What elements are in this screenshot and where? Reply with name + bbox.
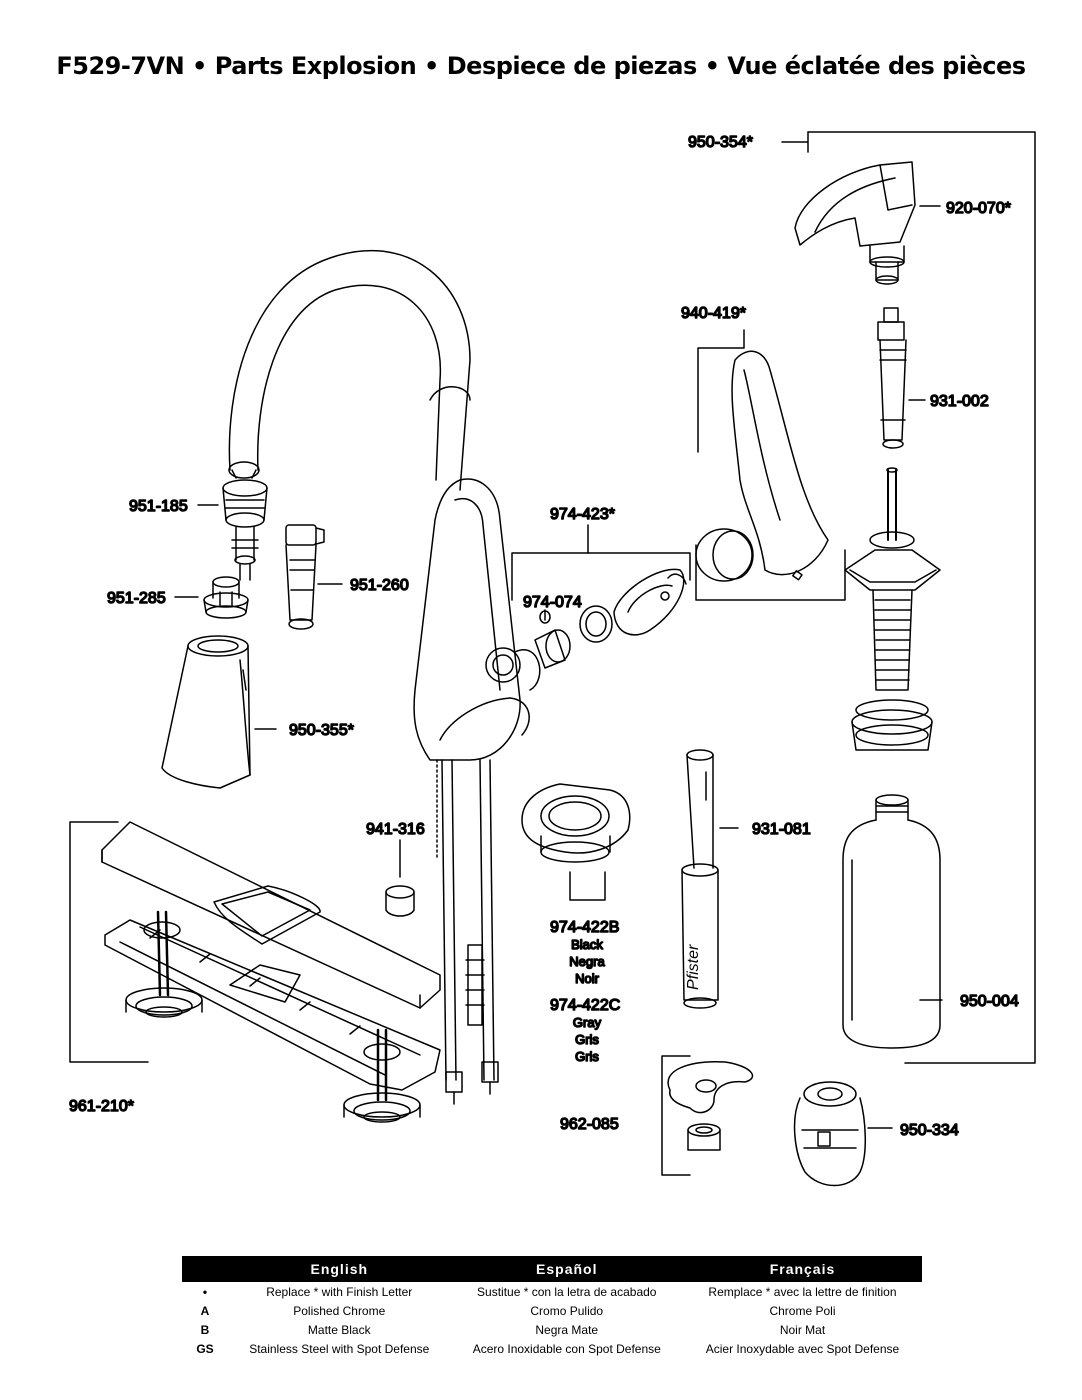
legend-row: • Replace * with Finish Letter Sustitue … — [182, 1282, 922, 1301]
label-950-004: 950-004 — [960, 993, 1019, 1010]
label-950-355: 950-355* — [289, 722, 354, 739]
legend-french: Chrome Poli — [769, 1303, 836, 1318]
gasket-974-422 — [521, 783, 631, 901]
label-974-423: 974-423* — [550, 506, 615, 523]
deck-plate-961-210 — [69, 821, 441, 1123]
label-951-185: 951-185 — [129, 498, 188, 515]
aerator-951-285 — [203, 576, 249, 619]
supply-lines — [436, 759, 499, 1105]
legend-row: B Matte Black Negra Mate Noir Mat — [182, 1320, 922, 1339]
legend-key: • — [202, 1284, 208, 1299]
label-974-422b-color-es: Negra — [569, 954, 605, 969]
faucet-spout — [228, 249, 471, 491]
washer-set-962-085 — [661, 1055, 754, 1176]
bracket-950-354 — [781, 131, 1036, 1064]
nut-950-334 — [793, 1081, 893, 1187]
label-951-285: 951-285 — [107, 590, 166, 607]
legend-spanish: Acero Inoxidable con Spot Defense — [472, 1341, 661, 1356]
legend-row: A Polished Chrome Cromo Pulido Chrome Po… — [182, 1301, 922, 1320]
faucet-body — [413, 478, 541, 761]
label-974-422b-color-fr: Noir — [575, 971, 600, 986]
label-962-085: 962-085 — [560, 1116, 619, 1133]
legend-header-english: English — [228, 1256, 451, 1282]
legend-header-french: Français — [682, 1256, 922, 1282]
legend-french: Noir Mat — [779, 1322, 826, 1337]
label-941-316: 941-316 — [366, 821, 425, 838]
legend-english: Replace * with Finish Letter — [266, 1284, 413, 1299]
label-974-422b-color-en: Black — [571, 937, 603, 952]
label-961-210: 961-210* — [69, 1098, 134, 1115]
spray-head-950-355 — [161, 635, 251, 789]
soap-dispenser-body — [844, 467, 941, 751]
legend-english: Polished Chrome — [293, 1303, 386, 1318]
legend-row: GS Stainless Steel with Spot Defense Ace… — [182, 1339, 922, 1358]
page-title: F529-7VN • Parts Explosion • Despiece de… — [56, 52, 1026, 80]
label-974-422c: 974-422C — [550, 997, 620, 1014]
legend-spanish: Sustitue * con la letra de acabado — [477, 1284, 657, 1299]
legend-key: B — [200, 1322, 210, 1337]
soap-pump-head-920-070 — [794, 161, 916, 285]
clip-941-316 — [385, 839, 415, 917]
valve-974-074 — [534, 609, 571, 669]
label-974-074: 974-074 — [523, 594, 582, 611]
bracket-974-423 — [511, 524, 691, 601]
label-950-334: 950-334 — [900, 1122, 959, 1139]
handle-940-419 — [695, 329, 846, 601]
cartridge-951-260 — [285, 524, 325, 630]
bottle-950-004 — [842, 794, 941, 1049]
legend-english: Stainless Steel with Spot Defense — [249, 1341, 430, 1356]
label-974-422c-color-fr: Gris — [575, 1049, 599, 1064]
label-920-070: 920-070* — [946, 200, 1011, 217]
tool-931-081 — [681, 749, 739, 1009]
label-940-419: 940-419* — [681, 305, 746, 322]
legend-key: A — [200, 1303, 210, 1318]
leader-lines — [174, 205, 943, 1001]
pump-stem-931-002 — [877, 307, 926, 449]
legend-english: Matte Black — [307, 1322, 371, 1337]
legend-french: Acier Inoxydable avec Spot Defense — [705, 1341, 900, 1356]
legend-spanish: Negra Mate — [535, 1322, 599, 1337]
label-931-081: 931-081 — [752, 821, 811, 838]
label-950-354: 950-354* — [688, 134, 753, 151]
label-974-422c-color-en: Gray — [573, 1015, 602, 1030]
knob-974-423 — [613, 568, 687, 636]
legend-header-spanish: Español — [450, 1256, 683, 1282]
label-951-260: 951-260 — [350, 577, 409, 594]
ring-974-423 — [579, 605, 613, 643]
parts-explosion-diagram: 950-354* 920-070* 940-419* 931-002 951-1… — [68, 131, 1036, 1187]
legend-header-row: English Español Français — [182, 1256, 922, 1282]
finish-legend-table: English Español Français • Replace * wit… — [182, 1256, 922, 1358]
brand-mark: Pfister — [685, 944, 702, 990]
legend-key: GS — [196, 1341, 214, 1356]
legend-french: Remplace * avec la lettre de finition — [708, 1284, 897, 1299]
legend-spanish: Cromo Pulido — [530, 1303, 604, 1318]
label-974-422c-color-es: Gris — [575, 1032, 599, 1047]
legend-header-key — [182, 1256, 228, 1282]
label-931-002: 931-002 — [930, 393, 989, 410]
label-974-422b: 974-422B — [550, 919, 619, 936]
fitting-951-185 — [222, 479, 268, 581]
